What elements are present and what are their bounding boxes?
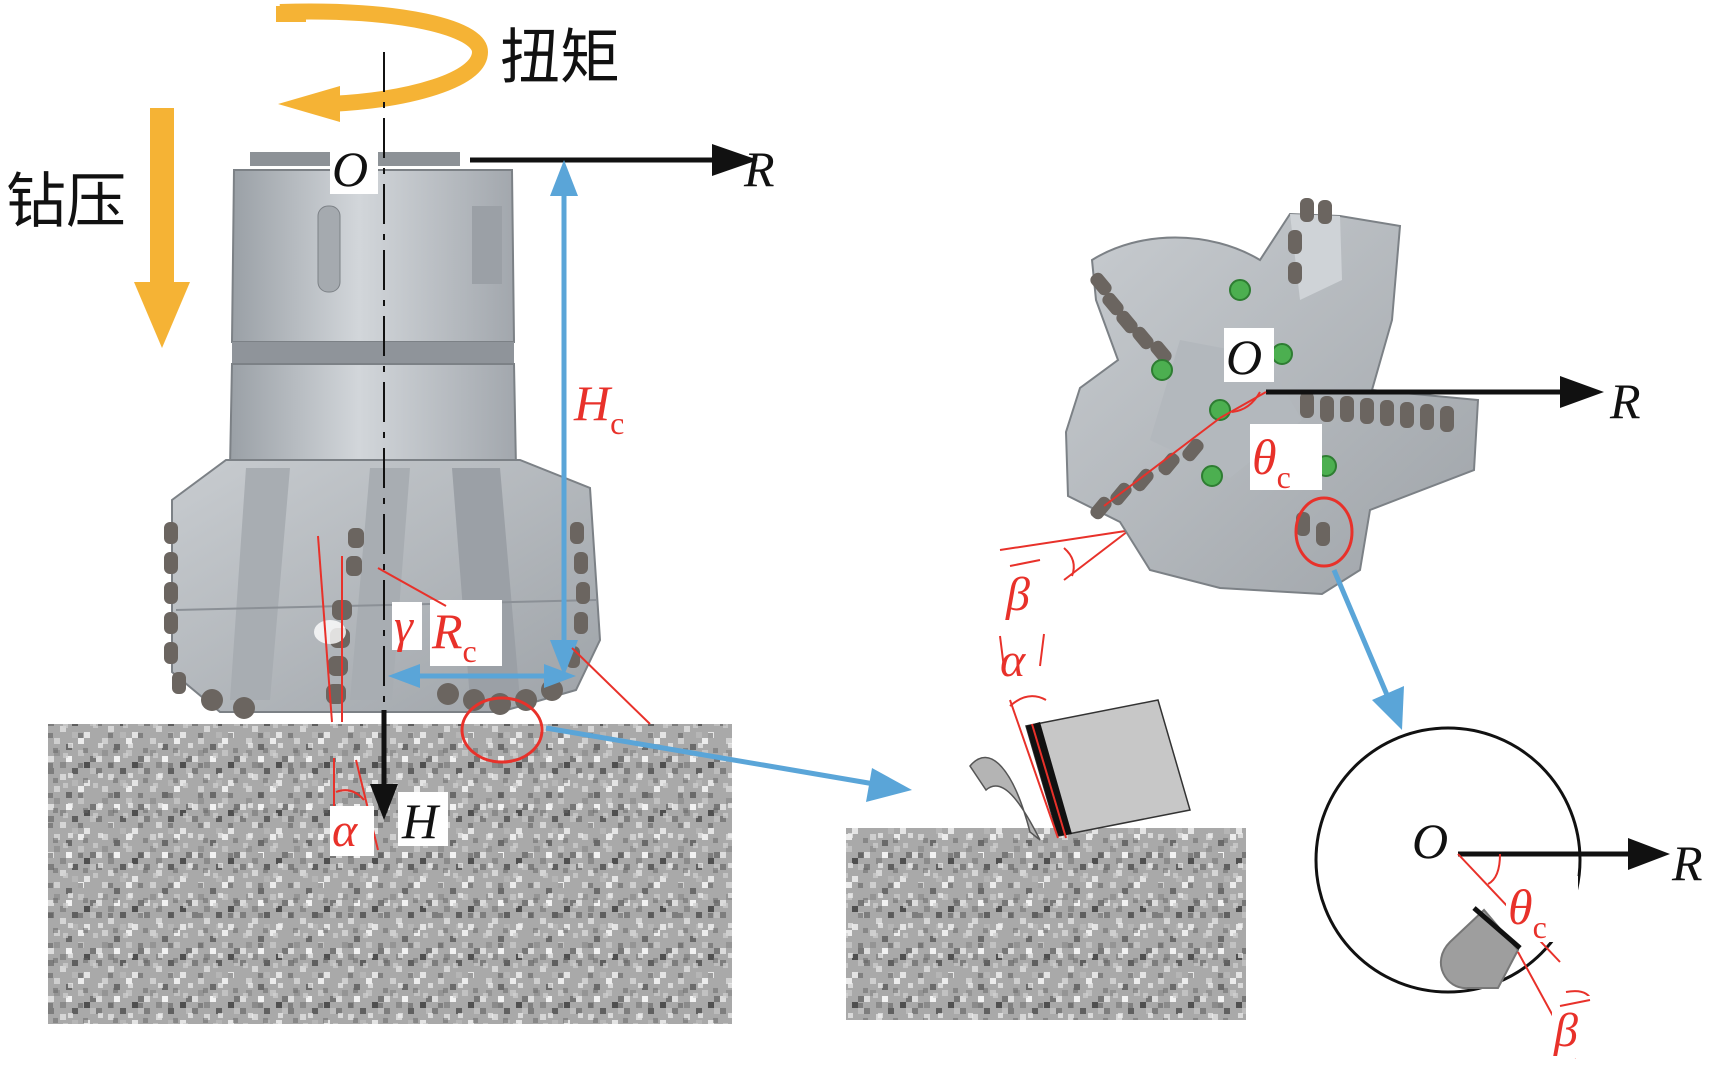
height-dimension-label: Hc xyxy=(573,375,624,441)
cutter-highlight-circle xyxy=(460,696,544,764)
radial-axis-label-top: R xyxy=(1609,373,1641,429)
weight-on-bit-arrow xyxy=(134,108,190,348)
cutter-highlight-circle-top xyxy=(1294,496,1354,568)
alpha-angle-label-side: α xyxy=(332,804,358,857)
alpha-angle-label-zoom: α xyxy=(1000,634,1026,687)
radius-dimension-label: Rc xyxy=(431,603,477,669)
drill-bit-side-view xyxy=(164,152,602,719)
theta-c-label-top: θc xyxy=(1252,429,1291,495)
gamma-angle-label: γ xyxy=(394,600,414,653)
weight-on-bit-label: 钻压 xyxy=(6,167,126,237)
cutter-inset xyxy=(1439,906,1522,990)
theta-c-label-inset: θc xyxy=(1508,879,1547,945)
torque-label: 扭矩 xyxy=(500,23,620,93)
single-cutter-zoom xyxy=(969,699,1191,841)
origin-label-side: O xyxy=(332,141,368,197)
zoom-connector-arrow-top xyxy=(1331,569,1393,703)
origin-label-inset: O xyxy=(1412,813,1448,869)
radial-axis-label-inset: R xyxy=(1671,835,1703,891)
origin-label-top: O xyxy=(1226,329,1262,385)
zoom-connector-arrow xyxy=(545,725,887,789)
axial-axis-label: H xyxy=(401,793,441,849)
beta-angle-label-top: β xyxy=(1005,568,1030,621)
torque-arrow xyxy=(276,3,489,122)
drill-bit-top-view xyxy=(1064,198,1480,596)
beta-angle-label-inset: β xyxy=(1553,1004,1578,1057)
radial-axis-label-side: R xyxy=(743,141,775,197)
